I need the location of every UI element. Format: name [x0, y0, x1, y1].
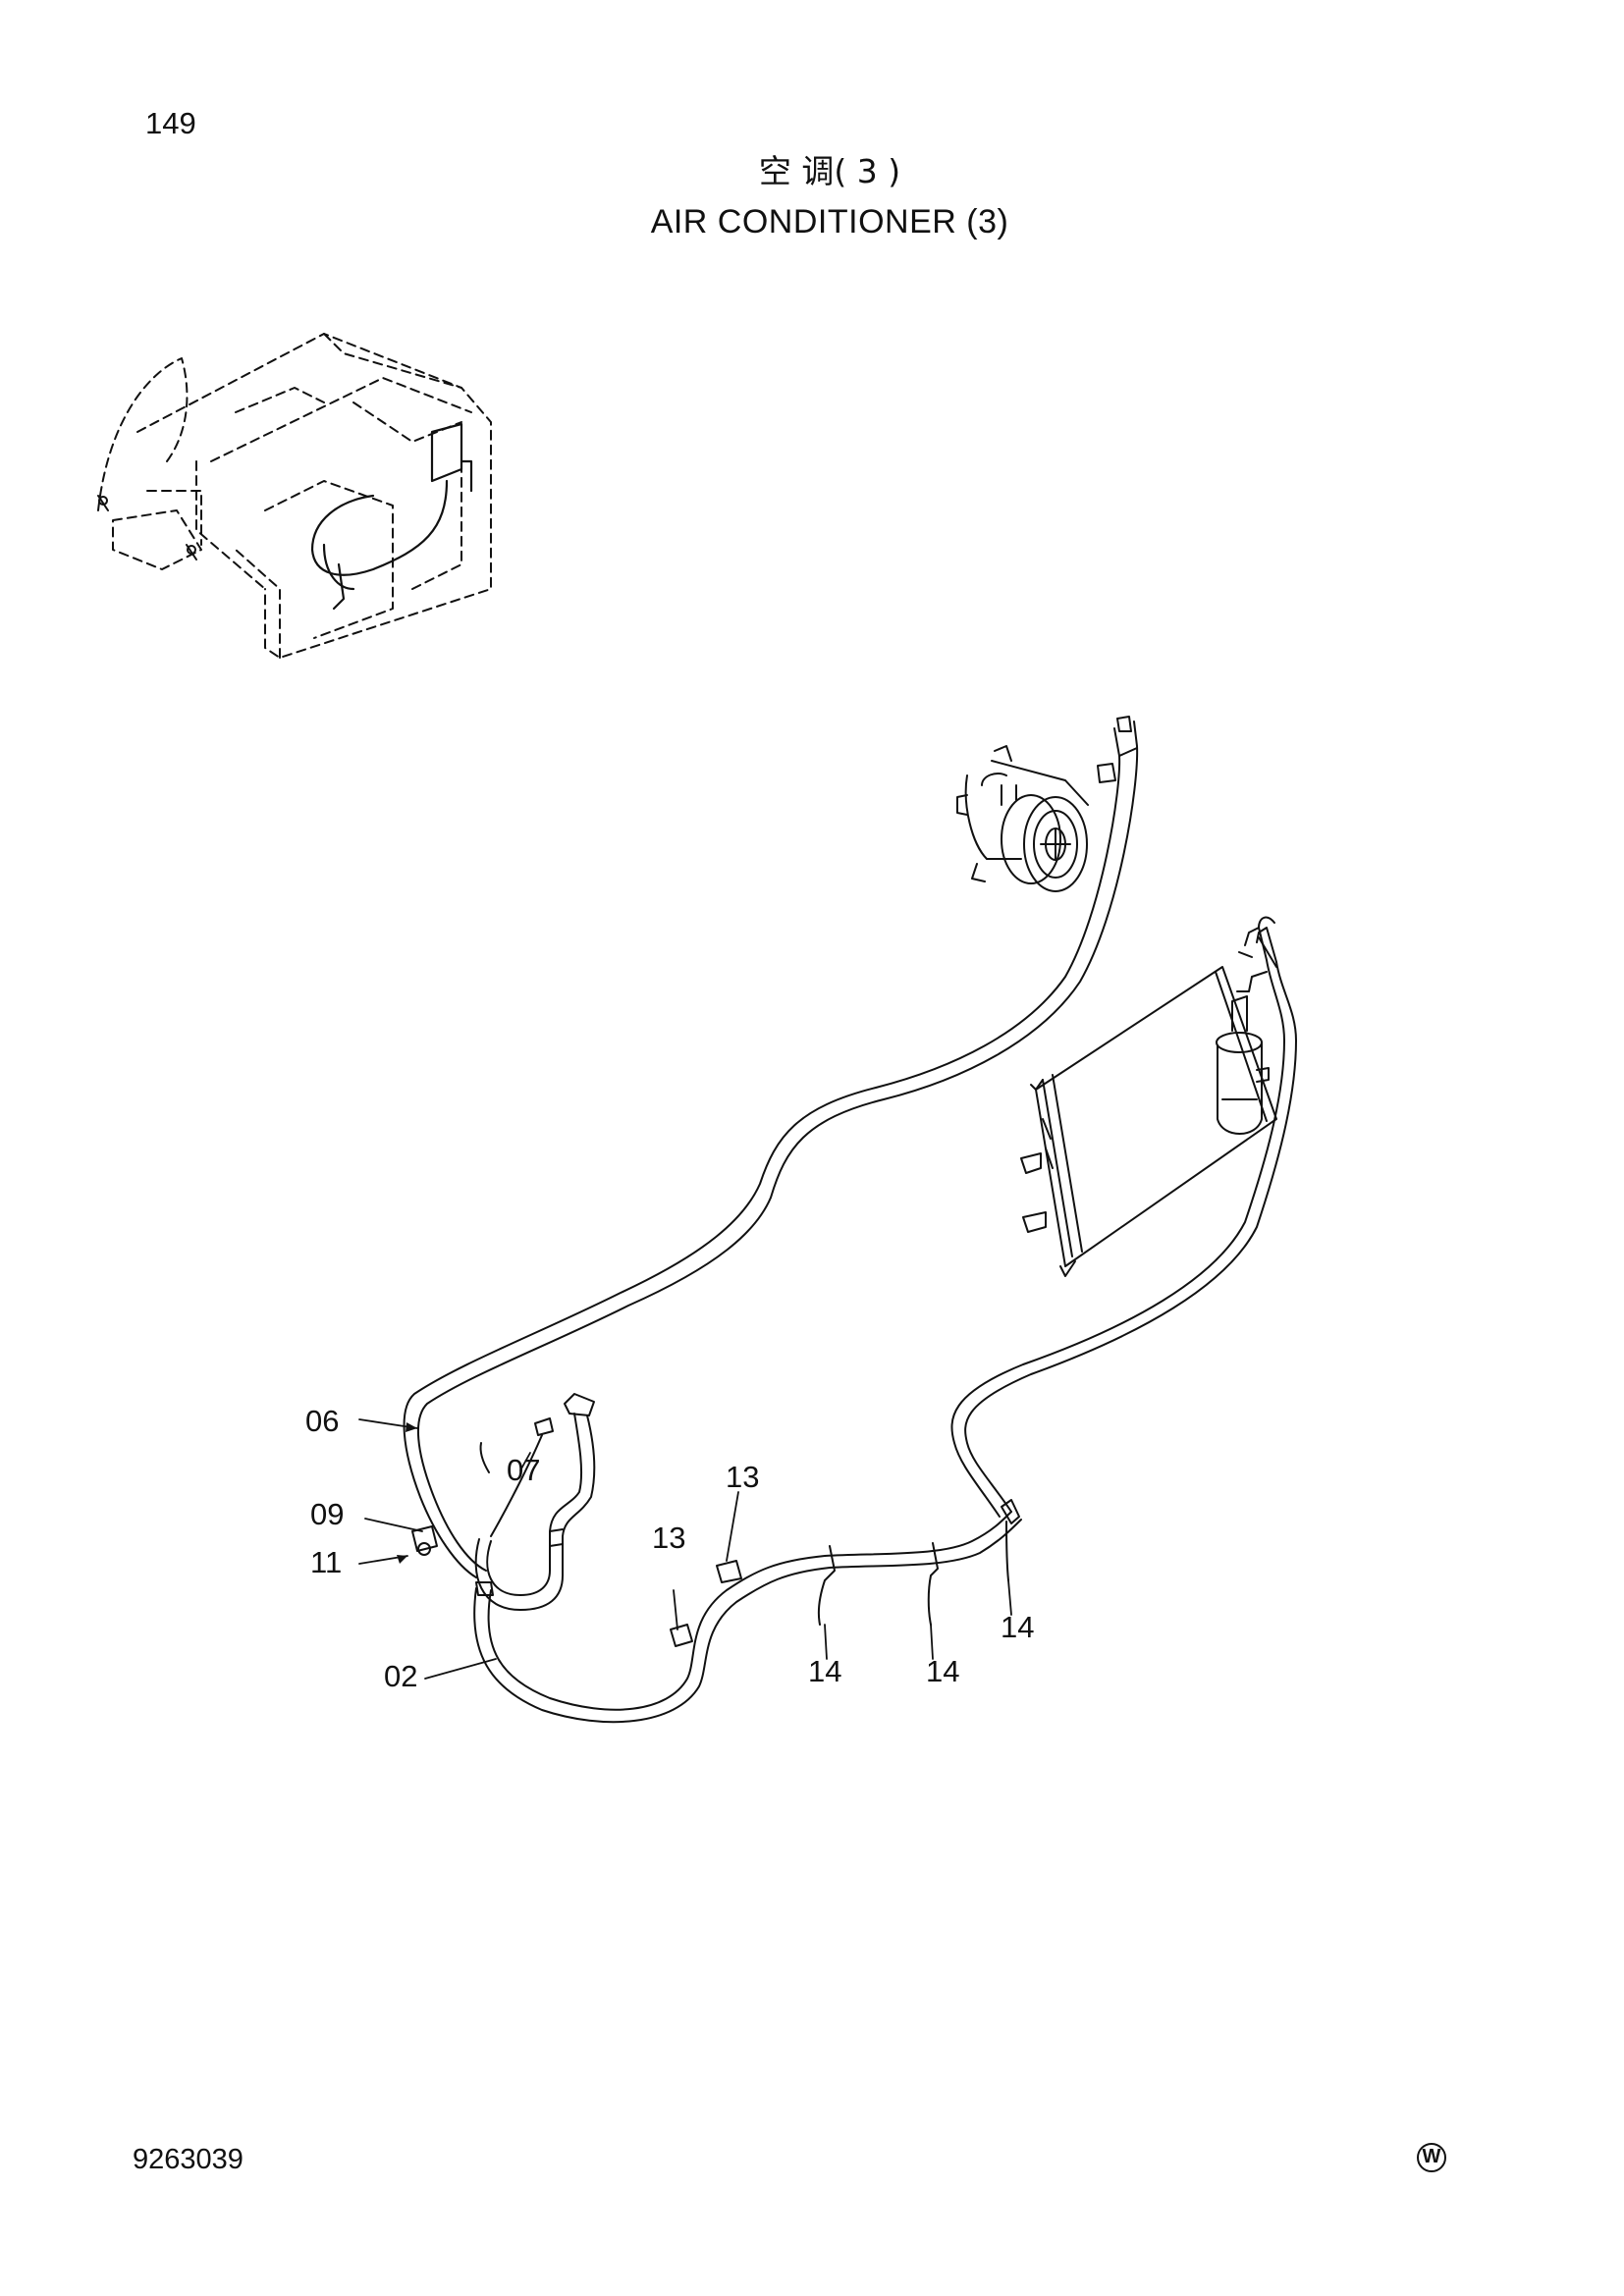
- document-id: 9263039: [133, 2144, 244, 2175]
- cab-small-parts: [97, 495, 197, 561]
- callout-06: 06: [305, 1404, 339, 1438]
- callout-13-upper: 13: [726, 1460, 759, 1494]
- condenser: [1020, 966, 1277, 1277]
- receiver-drier: [1216, 971, 1270, 1135]
- hose-06: [403, 716, 1139, 1578]
- page-number: 149: [145, 106, 196, 140]
- hose-condenser: [950, 916, 1297, 1518]
- callout-14-left: 14: [808, 1654, 841, 1688]
- cab-ac-lines: [310, 422, 473, 611]
- compressor: [956, 745, 1089, 892]
- leader-lines: [358, 1418, 1012, 1680]
- clamp-14: [817, 1499, 1020, 1626]
- clamp-09: [411, 1525, 438, 1556]
- callout-11: 11: [310, 1545, 342, 1579]
- leader-arrowheads: [397, 1422, 417, 1564]
- callout-14-right: 14: [1001, 1610, 1034, 1644]
- callout-13-lower: 13: [652, 1521, 685, 1555]
- callout-07: 07: [507, 1453, 540, 1487]
- page-title: AIR CONDITIONER (3): [650, 203, 1009, 240]
- callout-09: 09: [310, 1497, 344, 1531]
- clamp-13: [670, 1560, 742, 1647]
- page-title-chinese: 空 调( 3 ): [758, 152, 901, 190]
- w-mark-symbol: W: [1417, 2143, 1446, 2172]
- hose-02: [473, 1511, 1022, 1724]
- callout-02: 02: [384, 1659, 417, 1693]
- hose-07: [474, 1393, 596, 1611]
- callout-14-middle: 14: [926, 1654, 959, 1688]
- cab-overview-inset: [97, 333, 492, 659]
